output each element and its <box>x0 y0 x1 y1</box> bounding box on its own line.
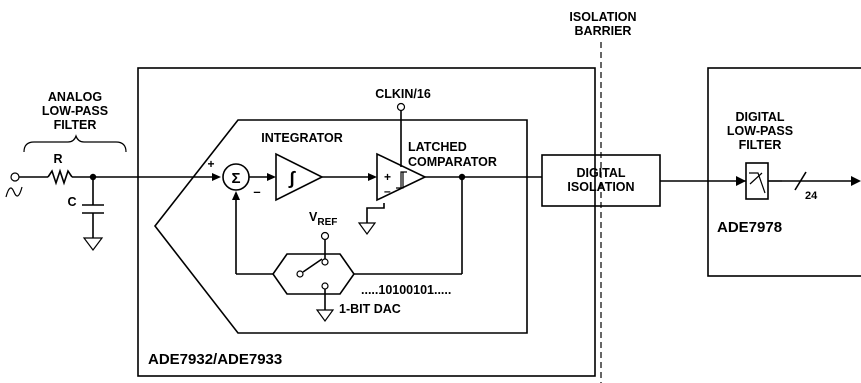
dac-switch-blade <box>302 258 323 273</box>
lowpass-filter-icon <box>749 172 766 194</box>
sum-minus-sign: – <box>253 184 260 199</box>
comparator-ground-icon <box>357 222 377 236</box>
digital-isolation-label-2: ISOLATION <box>567 180 634 194</box>
dac-label: 1-BIT DAC <box>339 302 401 316</box>
chip-ade7978-label: ADE7978 <box>717 219 782 236</box>
analog-filter-label-1: ANALOG <box>48 90 102 104</box>
isolation-barrier-label-1: ISOLATION <box>569 10 636 24</box>
integrator-label: INTEGRATOR <box>261 131 342 145</box>
vref-label: VREF <box>309 210 337 228</box>
comparator-minus: – <box>384 184 391 198</box>
dac-switch-contact-bottom <box>321 282 329 290</box>
hysteresis-icon <box>396 171 407 189</box>
digital-filter-label-3: FILTER <box>739 138 782 152</box>
vref-terminal <box>320 231 330 241</box>
bus-slash <box>794 171 807 191</box>
clkin-label: CLKIN/16 <box>375 87 431 101</box>
capacitor-label: C <box>67 195 76 209</box>
ac-source-icon <box>5 186 23 198</box>
comparator-plus: + <box>384 170 391 184</box>
bitstream-label: .....10100101..... <box>361 283 451 297</box>
digital-filter-label-1: DIGITAL <box>735 110 784 124</box>
bus-width-label: 24 <box>805 190 818 202</box>
integral-symbol: ∫ <box>289 168 297 188</box>
chip-ade7932-box <box>137 67 596 377</box>
feedback-arrow <box>232 191 240 200</box>
dac-ground-icon <box>315 309 335 323</box>
dac-switch-contact-left <box>296 270 304 278</box>
integrator-block <box>275 152 324 202</box>
clkin-terminal <box>396 102 406 112</box>
chip-ade7978-box <box>707 67 861 277</box>
isolation-barrier-label-2: BARRIER <box>575 24 632 38</box>
sum-symbol: Σ <box>231 170 240 187</box>
latched-label-2: COMPARATOR <box>408 155 497 169</box>
sum-input-arrow <box>212 173 221 181</box>
analog-filter-brace <box>23 134 127 153</box>
latched-label-1: LATCHED <box>408 140 467 154</box>
input-terminal <box>10 172 20 182</box>
digital-isolation-label-1: DIGITAL <box>576 166 625 180</box>
digital-filter-label-2: LOW-PASS <box>727 124 793 138</box>
analog-filter-label-3: FILTER <box>54 118 97 132</box>
sum-plus-sign: + <box>207 157 214 171</box>
digital-filter-block <box>745 162 769 200</box>
modulator-block <box>153 119 528 334</box>
resistor-label: R <box>53 152 62 166</box>
chip-ade7932-label: ADE7932/ADE7933 <box>148 351 282 368</box>
dac-switch-contact-top <box>321 258 329 266</box>
analog-filter-label-2: LOW-PASS <box>42 104 108 118</box>
ground-icon <box>82 237 104 251</box>
resistor-icon <box>47 168 73 186</box>
dac-block <box>272 253 355 295</box>
